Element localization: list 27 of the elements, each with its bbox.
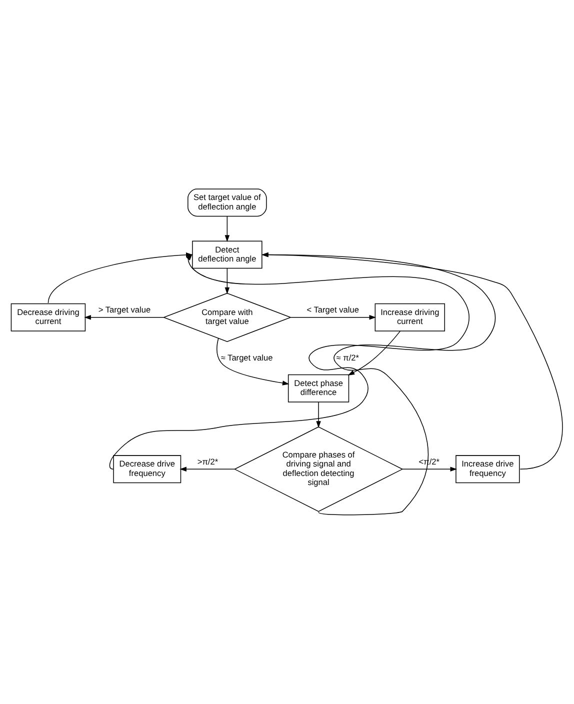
arrow	[180, 466, 235, 472]
edge-label: ≈ Target value	[220, 352, 273, 362]
node-box: Increase driving current	[374, 303, 446, 332]
node-diamond: Compare phases of driving signal and deflection detecting signal	[234, 426, 404, 512]
arrow	[402, 466, 458, 472]
arrow	[348, 330, 401, 376]
node-box: Detect phase difference	[288, 374, 350, 402]
arrow	[48, 252, 193, 304]
arrow	[224, 216, 230, 242]
edge-label: >π/2*	[197, 456, 218, 466]
arrow	[290, 315, 376, 320]
node-box: Decrease driving current	[10, 303, 86, 332]
node-box: Increase drive frequency	[456, 455, 520, 484]
arrow	[216, 338, 290, 386]
node-box: Set target value of deflection angle	[188, 188, 267, 217]
edge-label: ≈ π/2*	[336, 352, 359, 362]
arrow	[262, 252, 496, 516]
arrow	[224, 268, 230, 294]
arrow	[109, 254, 470, 470]
node-box: Detect deflection angle	[192, 240, 262, 269]
edge-label: < Target value	[306, 304, 359, 315]
arrow	[84, 315, 164, 320]
node-diamond: Compare with target value	[162, 292, 292, 342]
arrow	[262, 252, 563, 470]
arrow	[316, 402, 321, 428]
edge-label: > Target value	[98, 304, 151, 315]
node-box: Decrease drive frequency	[113, 455, 182, 484]
